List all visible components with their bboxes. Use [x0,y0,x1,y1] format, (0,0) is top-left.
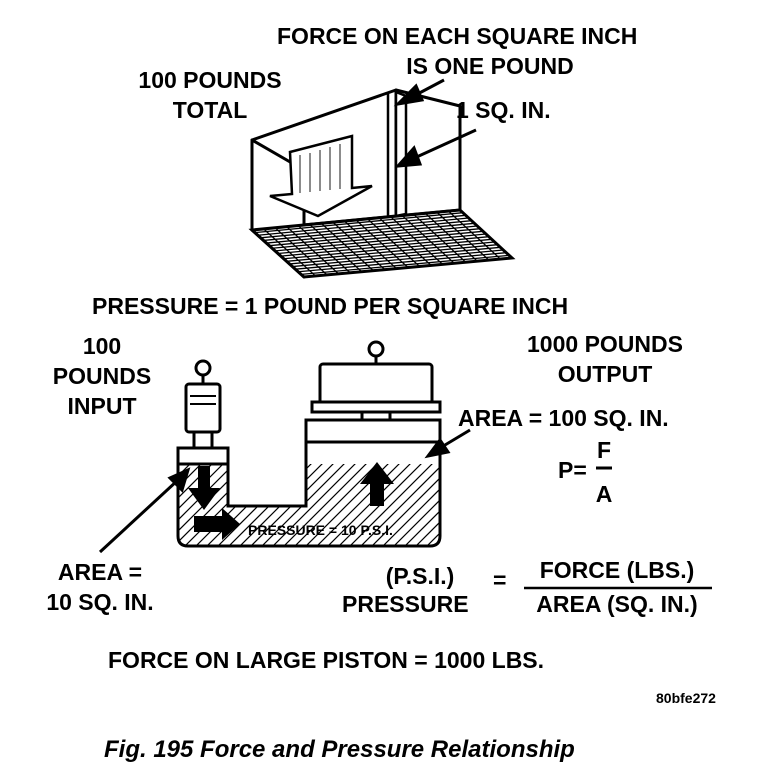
label-small-area-2: 10 SQ. IN. [46,589,154,615]
figure-caption: Fig. 195 Force and Pressure Relationship [104,736,575,763]
formula-f: F [596,437,612,463]
small-piston [176,359,230,466]
label-force-each-inch-1: FORCE ON EACH SQUARE INCH [277,23,638,49]
formula-denominator: AREA (SQ. IN.) [536,591,698,617]
leader-arrow-small-area [98,467,191,554]
flow-arrow-down [188,466,220,510]
label-input-2: POUNDS [52,363,152,389]
label-large-area: AREA = 100 SQ. IN. [458,405,669,431]
formula-numerator: FORCE (LBS.) [539,557,695,583]
formula-a: A [595,481,613,507]
formula-psi: (P.S.I.) [385,563,455,589]
formula-equals: = [493,567,507,593]
formula-p-equals: P= [558,457,587,483]
label-inner-pressure: PRESSURE = 10 P.S.I. [248,522,393,538]
label-input-1: 100 [82,333,122,359]
label-output-1: 1000 POUNDS [527,331,683,357]
flow-arrow-right [194,508,240,540]
hydraulic-container [176,442,442,548]
label-force-each-inch-2: IS ONE POUND [406,53,574,79]
formula-pressure-word: PRESSURE [342,591,469,617]
label-total-2: TOTAL [172,97,248,123]
figure-code: 80bfe272 [656,690,716,706]
label-one-sq-in: 1 SQ. IN. [456,97,551,123]
label-small-area-1: AREA = [57,559,143,585]
total-force-arrow [269,134,373,218]
leader-arrow-each-inch [393,78,445,107]
grid-floor [248,208,516,279]
leader-arrow-one-sq-in [394,128,477,168]
label-total-1: 100 POUNDS [138,67,282,93]
label-force-large-piston: FORCE ON LARGE PISTON = 1000 LBS. [108,647,545,673]
square-inch-column [386,90,408,218]
flow-arrow-up [360,462,394,506]
label-output-2: OUTPUT [557,361,653,387]
label-pressure-statement: PRESSURE = 1 POUND PER SQUARE INCH [92,293,569,319]
large-piston [304,340,442,444]
leader-arrow-large-area [424,428,471,459]
label-input-3: INPUT [67,393,137,419]
